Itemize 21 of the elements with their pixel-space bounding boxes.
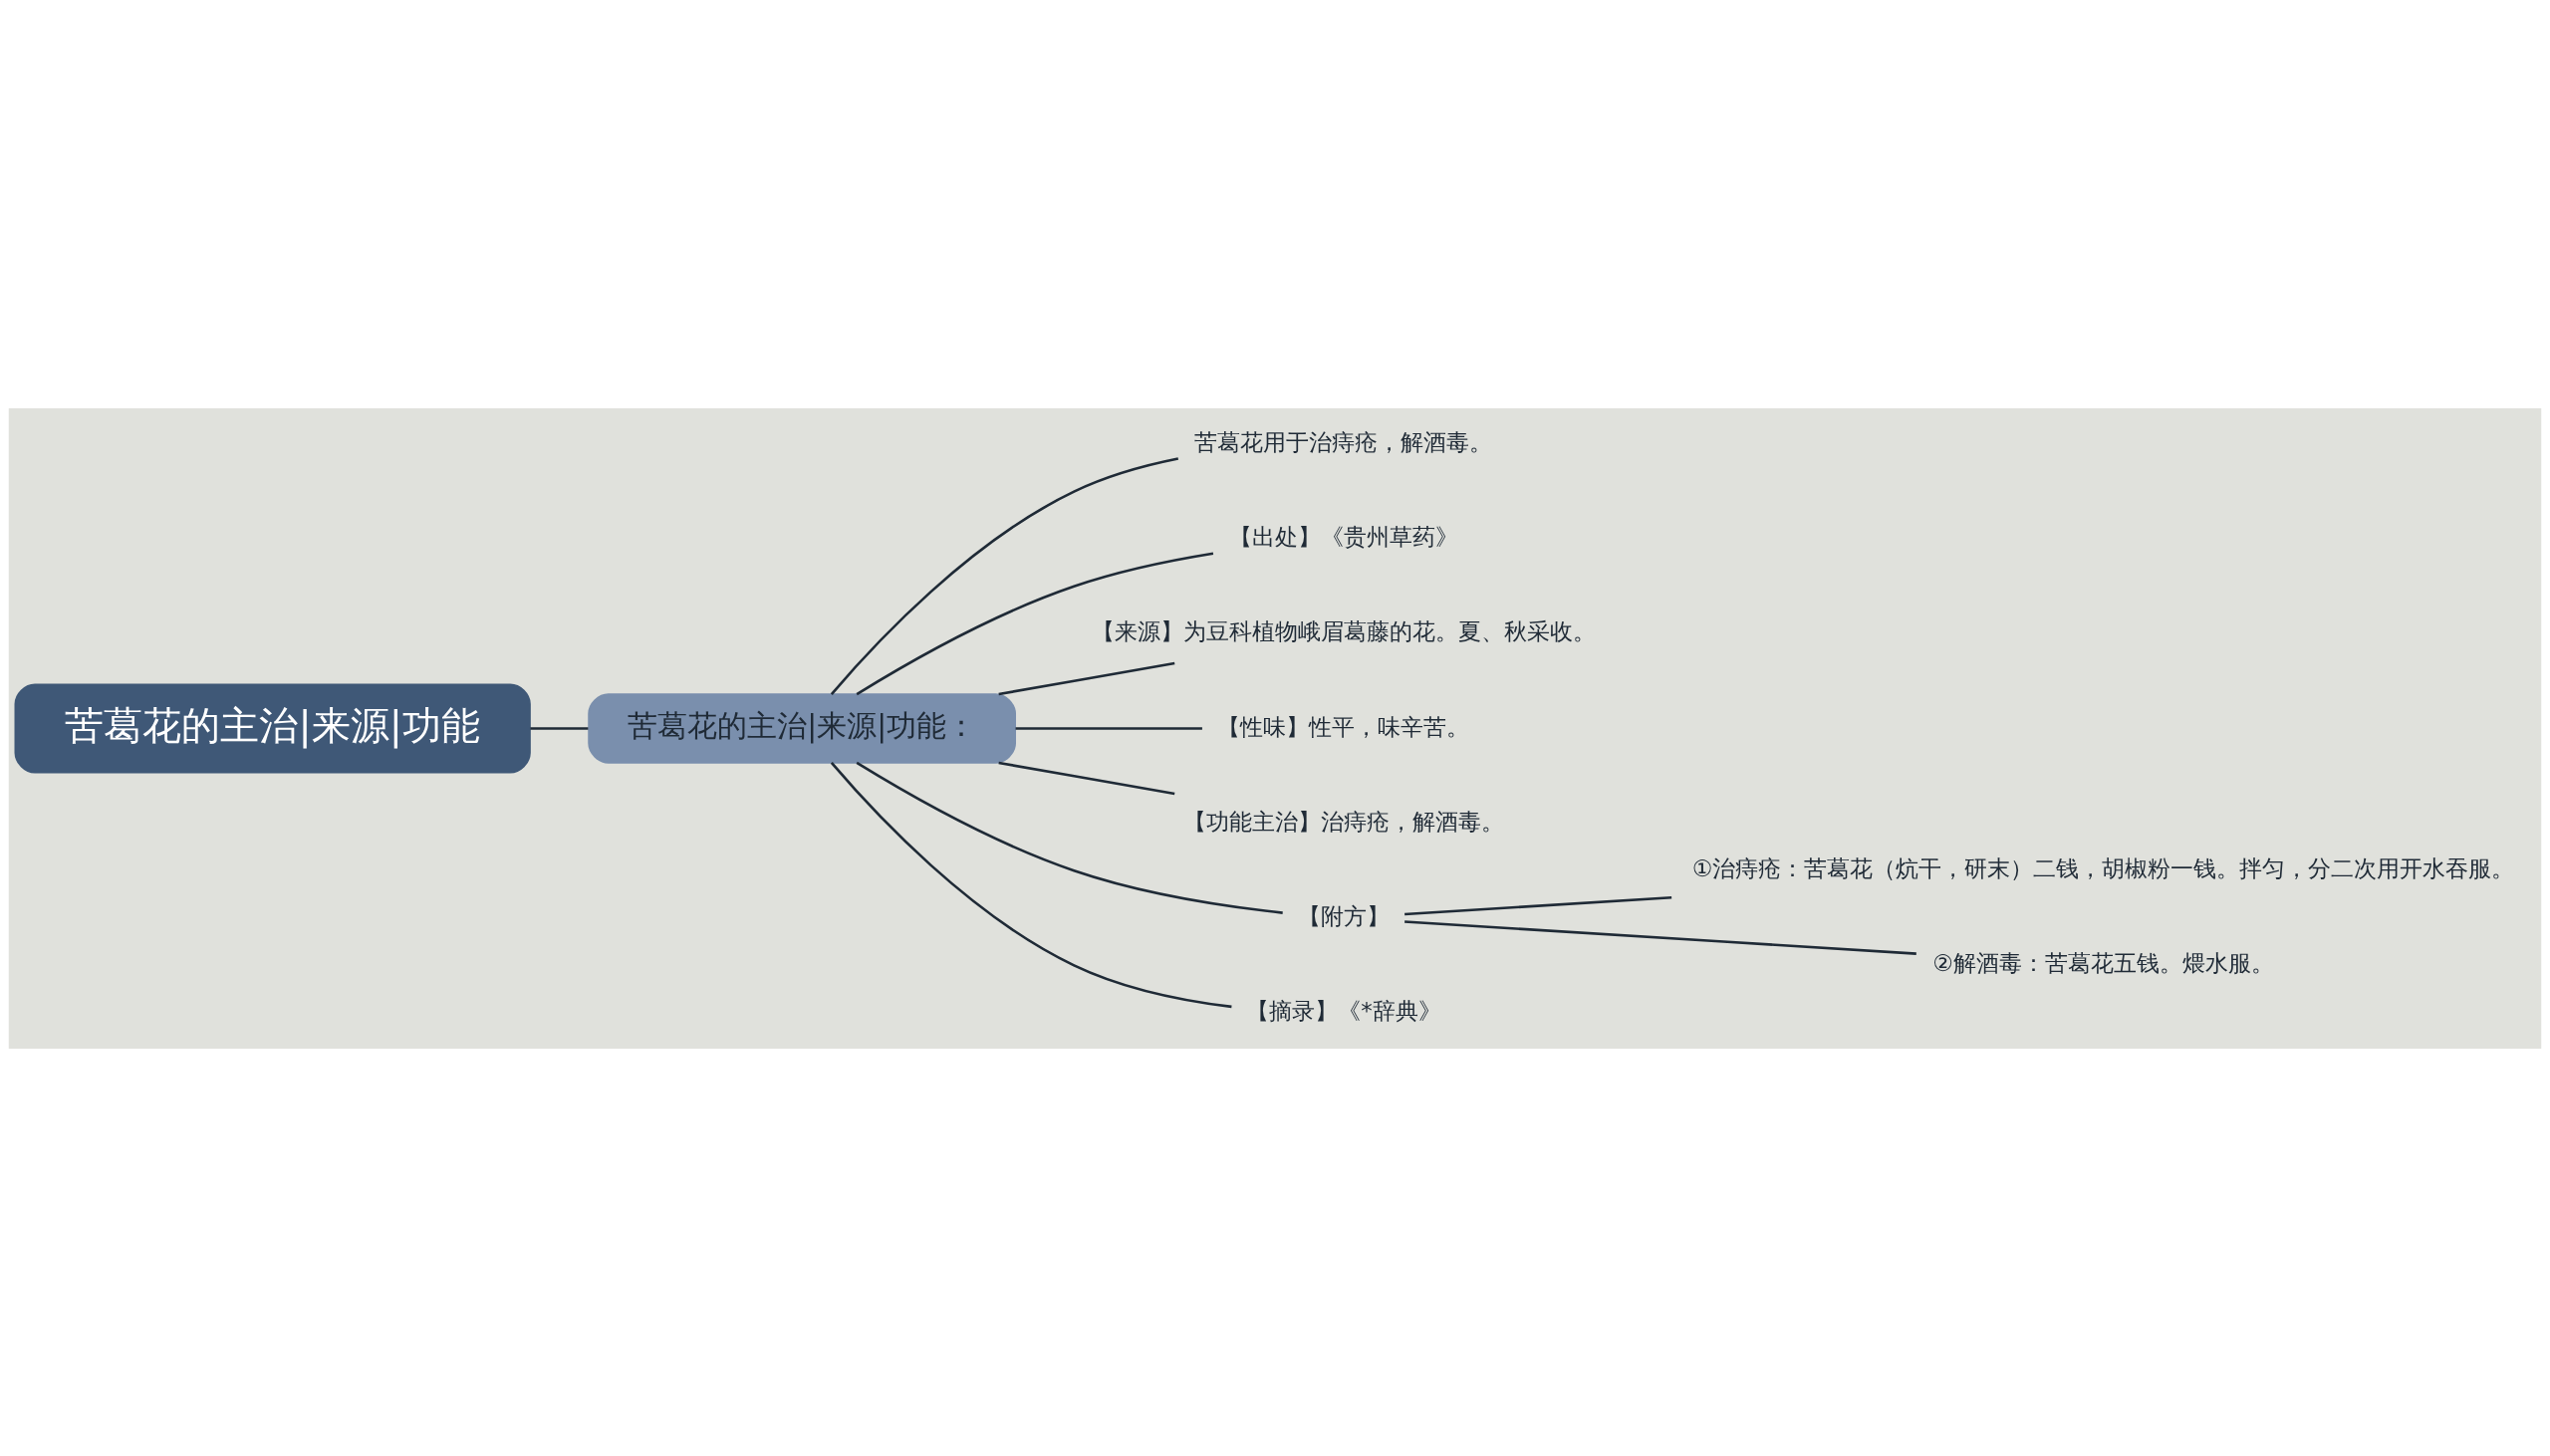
connector: [830, 456, 1179, 695]
connector: [998, 661, 1175, 695]
node-text: 【摘录】《*辞典》: [1246, 997, 1441, 1024]
connector: [856, 552, 1214, 695]
node-text: ②解酒毒：苦葛花五钱。煨水服。: [1932, 949, 2274, 976]
connector: [530, 726, 589, 730]
node-text: 苦葛花用于治痔疮，解酒毒。: [1194, 428, 1493, 455]
node-text: 【性味】性平，味辛苦。: [1217, 713, 1470, 740]
connector: [1404, 895, 1672, 915]
connector: [998, 761, 1175, 795]
node-text: 【出处】《贵州草药》: [1228, 523, 1458, 550]
node-box: 苦葛花的主治|来源|功能: [14, 682, 531, 774]
node-box: 苦葛花的主治|来源|功能：: [588, 692, 1016, 764]
connector: [856, 761, 1283, 914]
connector: [830, 761, 1232, 1008]
node-text: 【附方】: [1297, 902, 1390, 929]
connector: [1015, 726, 1202, 730]
node-text: 【来源】为豆科植物峨眉葛藤的花。夏、秋采收。: [1091, 617, 1596, 644]
node-text: 【功能主治】治痔疮，解酒毒。: [1182, 808, 1504, 835]
node-text: ①治痔疮：苦葛花（炕干，研末）二钱，胡椒粉一钱。拌匀，分二次用开水吞服。: [1691, 854, 2515, 881]
connector: [1404, 919, 1916, 955]
